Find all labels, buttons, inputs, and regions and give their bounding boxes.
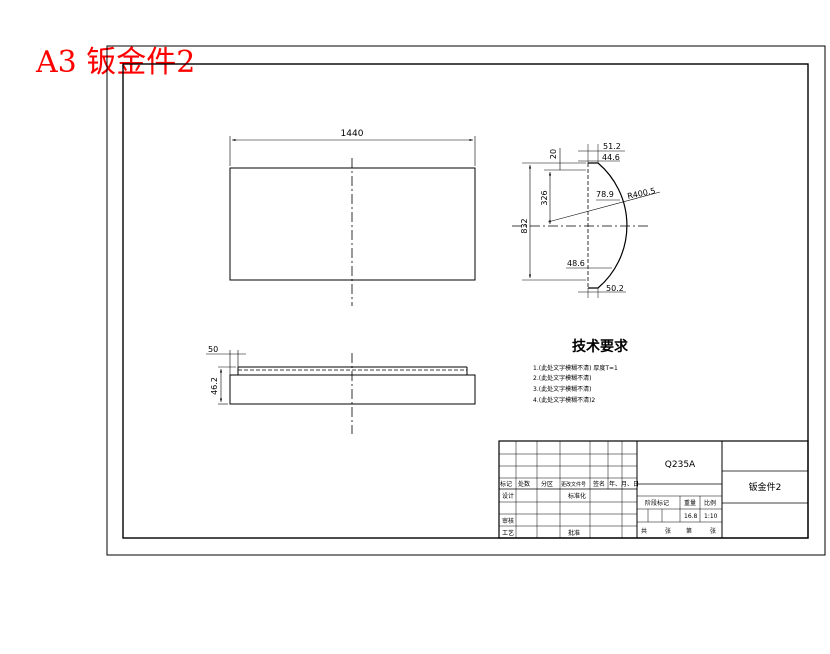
dim-51-2: 51.2 xyxy=(603,142,621,151)
scale-label: 比例 xyxy=(704,499,716,507)
standardization-label: 标准化 xyxy=(568,492,586,500)
designer-label: 设计 xyxy=(502,492,514,500)
hdr-change-doc: 更改文件号 xyxy=(561,481,586,488)
hdr-mark: 标记 xyxy=(500,480,512,488)
inner-frame xyxy=(122,63,809,539)
checker-label: 审核 xyxy=(502,517,514,525)
tech-item-2: 2.(此处文字模糊不清) xyxy=(533,374,591,382)
profile-view: 832 326 20 51.2 44.6 78.9 R400.5 48.6 50… xyxy=(512,142,661,298)
title-block xyxy=(498,440,809,539)
tech-heading: 技术要求 xyxy=(572,338,629,355)
approve-label: 批准 xyxy=(568,529,580,537)
side-view: 50 46.2 xyxy=(206,345,476,434)
tech-item-3: 3.(此处文字模糊不清) xyxy=(533,385,591,393)
dim-20: 20 xyxy=(549,149,558,159)
tech-item-1: 1.(此处文字模糊不清) 厚度T=1 xyxy=(533,364,618,372)
material-label: Q235A xyxy=(665,460,696,470)
dim-50: 50 xyxy=(208,345,218,354)
page-sheet-label: 张 xyxy=(710,527,716,535)
outer-frame xyxy=(106,45,826,556)
dim-78-9: 78.9 xyxy=(596,190,614,199)
scale-value: 1:10 xyxy=(704,513,718,520)
dim-46-2: 46.2 xyxy=(210,377,219,395)
page-label: 第 xyxy=(686,527,692,535)
stage-mark-label: 阶段标记 xyxy=(645,499,669,507)
flat-pattern-view: 1440 xyxy=(229,129,476,306)
process-label: 工艺 xyxy=(502,529,514,537)
dim-44-6: 44.6 xyxy=(602,153,620,162)
technical-requirements: 技术要求 1.(此处文字模糊不清) 厚度T=1 2.(此处文字模糊不清) 3.(… xyxy=(533,338,629,404)
dim-326: 326 xyxy=(540,190,549,205)
sheets-label: 张 xyxy=(665,527,671,535)
dim-832: 832 xyxy=(520,218,529,233)
title-block-text: Q235A 钣金件2 标记 处数 分区 更改文件号 签名 年、月、日 设计 标准… xyxy=(500,460,781,537)
hdr-sign: 签名 xyxy=(593,480,605,488)
total-label: 共 xyxy=(641,527,647,535)
dim-r400-5: R400.5 xyxy=(627,186,657,201)
sheet-label: A3 钣金件2 xyxy=(35,45,195,80)
dim-48-6: 48.6 xyxy=(567,259,585,268)
hdr-zone: 分区 xyxy=(541,480,553,488)
weight-value: 16.8 xyxy=(684,513,698,520)
hdr-date: 年、月、日 xyxy=(609,480,639,488)
hdr-count: 处数 xyxy=(518,480,530,488)
weight-label: 重量 xyxy=(684,499,696,507)
dim-50-2: 50.2 xyxy=(606,284,624,293)
part-name: 钣金件2 xyxy=(749,481,782,493)
tech-item-4: 4.(此处文字模糊不清)2 xyxy=(533,396,595,404)
dim-1440: 1440 xyxy=(341,129,364,139)
